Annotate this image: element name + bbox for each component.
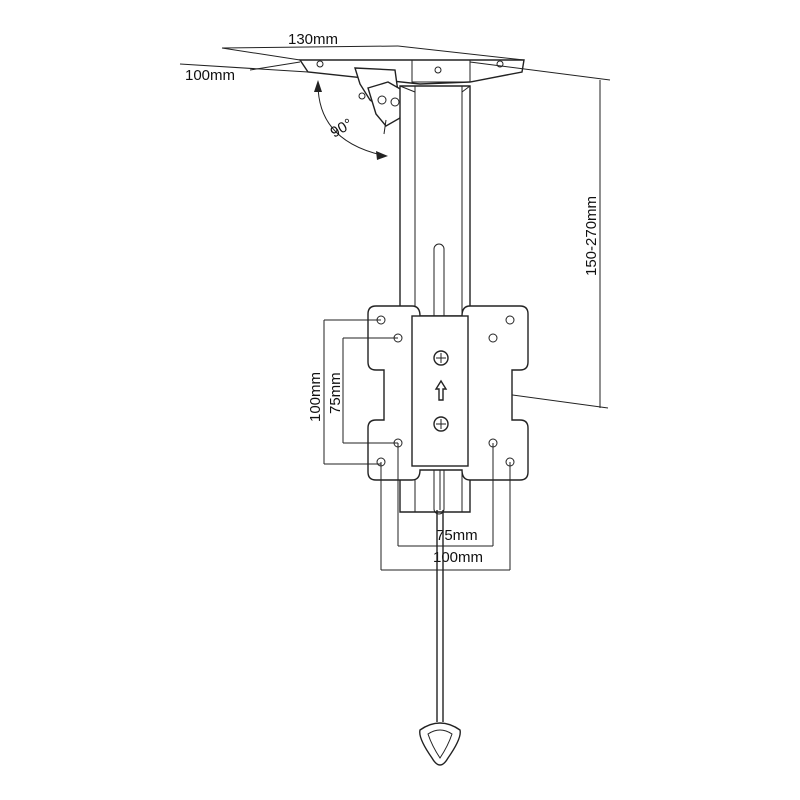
label-tilt-angle: 90° xyxy=(328,115,356,141)
label-top-width: 130mm xyxy=(288,31,338,48)
vesa-hole-tr-100 xyxy=(505,315,515,325)
label-vesa-outer-vertical: 100mm xyxy=(307,372,324,422)
adjustment-rod xyxy=(436,510,444,722)
vesa-plate xyxy=(367,305,529,481)
label-height-range: 150-270mm xyxy=(583,196,600,276)
dimension-top-depth: 100mm xyxy=(179,61,309,84)
label-top-depth: 100mm xyxy=(185,67,235,84)
dimension-top-width: 130mm xyxy=(221,31,525,61)
vesa-hole-tr-75 xyxy=(488,333,498,343)
label-vesa-inner-vertical: 75mm xyxy=(327,372,344,414)
tilt-hinge xyxy=(354,67,403,135)
ceiling-plate xyxy=(298,59,525,85)
rod-handle xyxy=(419,722,461,766)
screw-icon xyxy=(433,350,449,366)
dimension-vesa-horizontal: 75mm 100mm xyxy=(380,443,511,571)
label-vesa-inner-horizontal: 75mm xyxy=(436,527,478,544)
screw-icon xyxy=(433,416,449,432)
label-vesa-outer-horizontal: 100mm xyxy=(433,549,483,566)
dimension-vesa-vertical: 100mm 75mm xyxy=(307,319,398,465)
up-arrow-icon xyxy=(434,379,448,401)
dimension-height: 150-270mm xyxy=(445,61,611,409)
